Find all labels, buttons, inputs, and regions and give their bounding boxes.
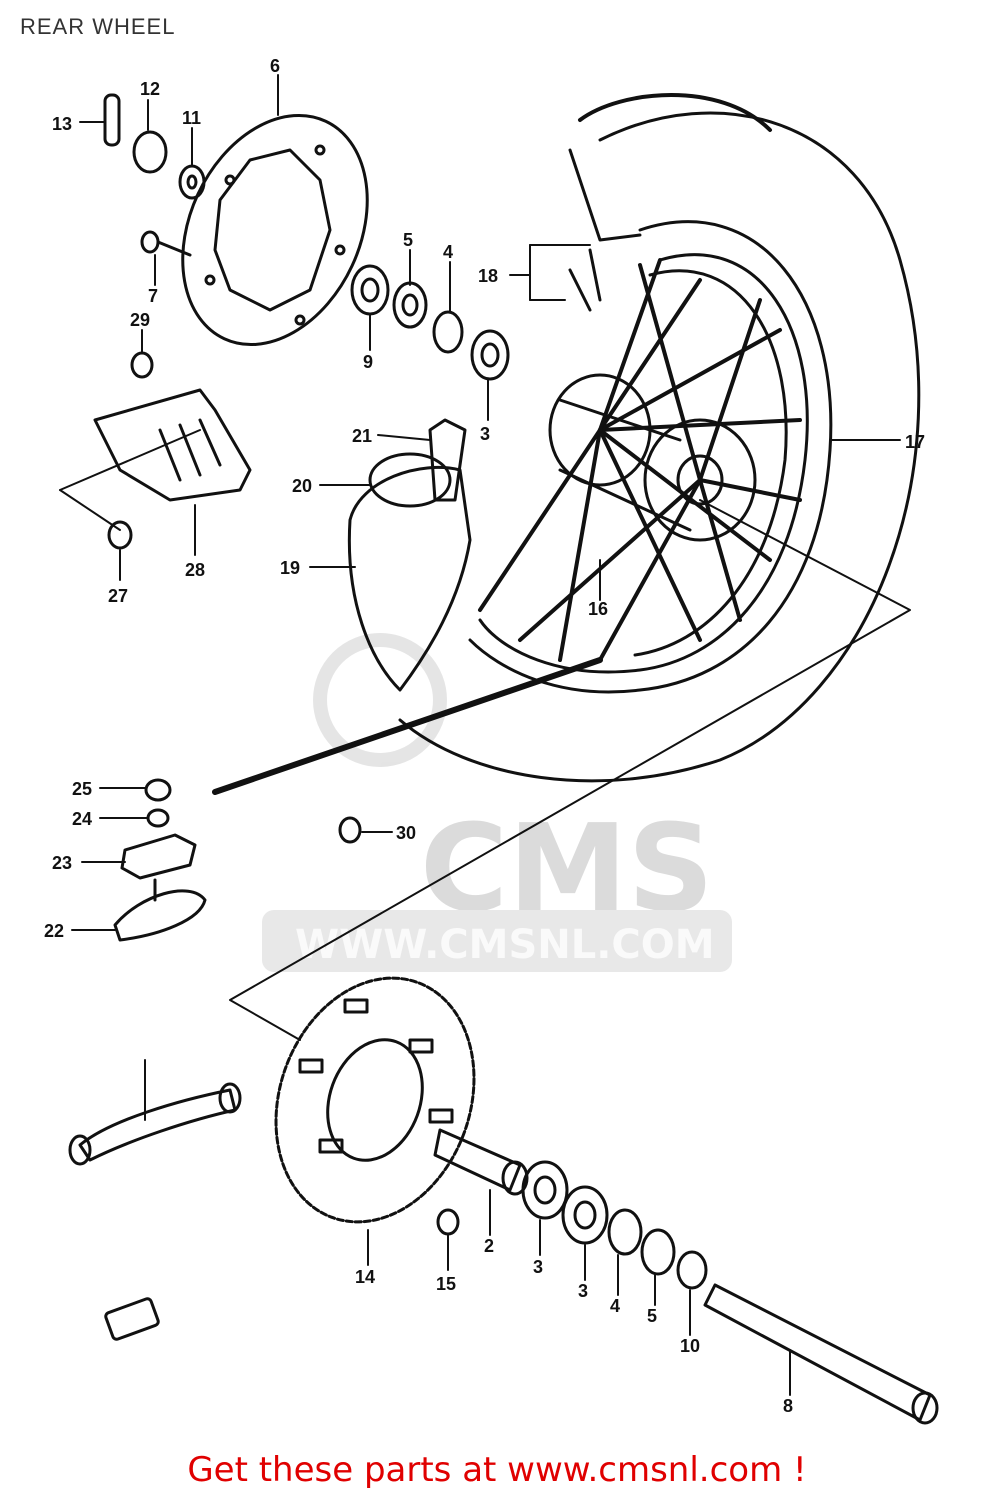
callout-20: 20 [292,476,312,496]
spacer-2 [433,1128,529,1196]
callout-4-bottom: 4 [610,1296,620,1316]
spoke-18 [568,248,602,312]
callout-3a: 3 [533,1257,543,1277]
nut-12 [132,130,168,174]
tube-19 [347,465,472,692]
rear-tire [398,93,921,783]
callout-28: 27 [108,586,128,606]
callout-2: 2 [484,1236,494,1256]
rear-hub [548,373,757,542]
callout-11: 11 [182,108,201,128]
callout-7: 7 [148,286,158,306]
spanner-tool [68,1082,242,1166]
callout-3b: 3 [578,1281,588,1301]
disc-guard [93,388,252,502]
bolt-7 [140,230,192,257]
bolt-13 [103,93,121,147]
callout-18: 18 [478,266,498,286]
callout-5-bottom: 5 [647,1306,657,1326]
callout-5-top: 5 [403,230,413,250]
brake-disc [181,113,369,347]
callout-25: 25 [72,779,92,799]
callout-15: 15 [436,1274,456,1294]
callout-23: 23 [52,853,72,873]
callout-19: 19 [280,558,300,578]
bearing-3 [470,329,510,381]
cap-30 [338,816,362,844]
rear-sprocket [274,976,476,1224]
seal-5b [640,1228,676,1276]
bearing-3a [521,1160,569,1220]
callout-30: 30 [396,823,416,843]
bolt-29 [130,351,154,379]
callout-8: 8 [783,1396,793,1416]
callout-27: 28 [185,560,205,580]
adjuster-plate-22 [113,878,207,942]
axle-8 [703,1283,939,1425]
nut-25 [144,778,172,802]
valve-21 [428,418,467,502]
callout-9: 9 [363,352,373,372]
callout-16: 16 [588,599,608,619]
callout-3-top: 3 [480,424,490,444]
callout-10: 10 [680,1336,700,1356]
spacer-10 [676,1250,708,1290]
spacer-9 [350,264,390,316]
callout-14: 14 [355,1267,375,1287]
callout-12: 12 [140,79,160,99]
adjuster-23 [120,833,197,880]
callout-22: 22 [44,921,64,941]
rim-band-20 [368,452,452,508]
rear-rim [478,253,809,674]
axle-rod [212,657,603,795]
nut-15 [436,1208,460,1236]
cms-watermark: CMS WWW.CMSNL.COM [262,633,732,972]
seal-5 [392,281,428,329]
callout-17: 17 [905,432,925,452]
loose-part [104,1297,160,1341]
callout-29: 29 [130,310,150,330]
callout-6-disc: 6 [270,56,280,76]
page-title: REAR WHEEL [20,14,176,39]
bolt-28 [107,520,133,550]
circlip-4 [432,310,464,354]
washer-11 [178,164,206,200]
bearing-3b [561,1185,609,1245]
callout-4-top: 4 [443,242,453,262]
callout-21: 21 [352,426,372,446]
get-parts-link[interactable]: Get these parts at www.cmsnl.com ! [187,1450,807,1490]
callout-13: 13 [52,114,72,134]
callout-labels: 13 12 11 6 7 29 5 4 9 3 18 21 20 19 28 2… [44,56,925,1416]
watermark-url: WWW.CMSNL.COM [295,922,715,968]
washer-24 [146,808,170,828]
circlip-4b [607,1208,643,1256]
callout-24: 24 [72,809,92,829]
